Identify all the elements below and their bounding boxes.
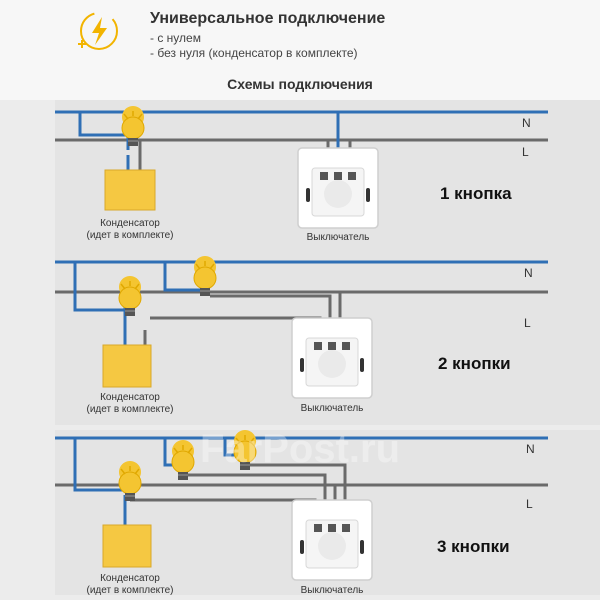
scheme-2-neutral-label: N [524, 266, 533, 280]
scheme-2-switch [291, 317, 373, 399]
scheme-3-neutral-label: N [526, 442, 535, 456]
watermark: FarPost.ru [200, 427, 400, 471]
header: Универсальное подключение - с нулем - бе… [0, 0, 600, 100]
scheme-3-buttons-label: 3 кнопки [437, 537, 510, 556]
section-title: Схемы подключения [227, 76, 373, 92]
page-title: Универсальное подключение [150, 10, 386, 27]
scheme-3-switch [291, 499, 373, 581]
bullet-without-neutral: - без нуля (конденсатор в комплекте) [150, 46, 358, 60]
scheme-1-switch-label: Выключатель [306, 232, 370, 243]
scheme-3-capacitor-label: Конденсатор (идет в комплекте) [86, 573, 174, 596]
scheme-2-switch-label: Выключатель [300, 403, 364, 414]
scheme-1-capacitor [104, 169, 156, 211]
scheme-3-switch-label: Выключатель [300, 585, 364, 596]
scheme-3-live-label: L [526, 497, 533, 511]
scheme-2-live-label: L [524, 316, 531, 330]
scheme-3-lamp-1-icon [118, 460, 142, 502]
scheme-2-buttons-label: 2 кнопки [438, 354, 511, 373]
lightning-plug-icon [78, 12, 118, 50]
scheme-2-capacitor [102, 344, 152, 388]
scheme-1-neutral-label: N [522, 116, 531, 130]
scheme-3-capacitor [102, 524, 152, 568]
scheme-2-capacitor-label: Конденсатор (идет в комплекте) [86, 392, 174, 415]
scheme-1-live-label: L [522, 145, 529, 159]
bullet-with-neutral: - с нулем [150, 31, 201, 45]
scheme-1-capacitor-label: Конденсатор (идет в комплекте) [86, 218, 174, 241]
scheme-1-switch [297, 147, 379, 229]
scheme-1-buttons-label: 1 кнопка [440, 184, 512, 203]
